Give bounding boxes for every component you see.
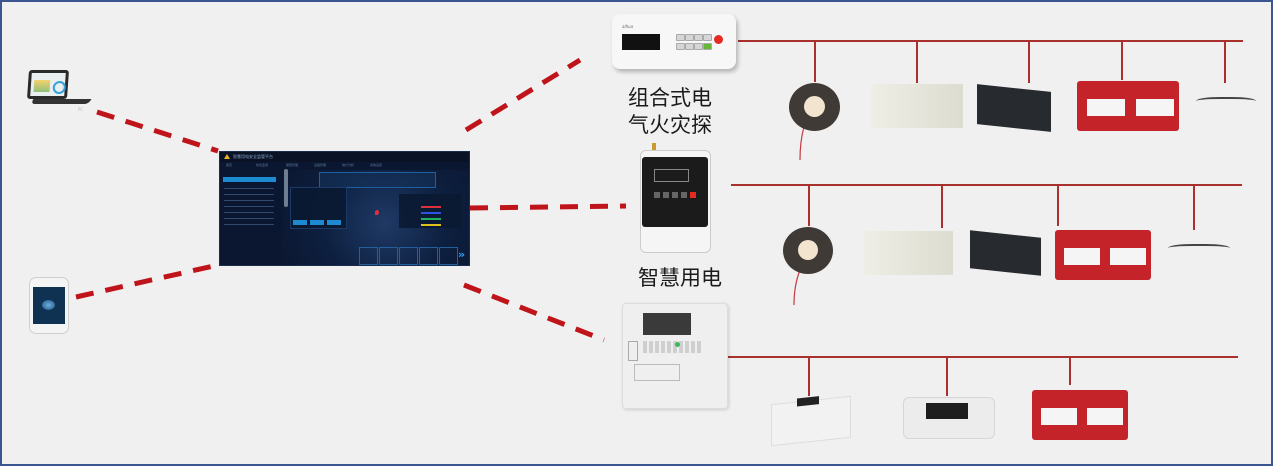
- status-led-icon: [675, 342, 680, 347]
- antenna-icon: [652, 143, 656, 151]
- display-detector: [903, 397, 995, 439]
- platform-action-button[interactable]: [399, 247, 418, 265]
- combined-detector-label: 组合式电 气火灾探: [620, 85, 720, 139]
- platform-tree: [224, 185, 274, 225]
- device-display: [622, 34, 660, 50]
- laptop-icon[interactable]: PC: [26, 70, 96, 115]
- link-laptop-platform: [96, 109, 219, 154]
- smart-power-device[interactable]: [640, 143, 711, 253]
- platform-nav: 首页 综合监测 报警管理 设备管理 统计分析 系统设置: [226, 163, 406, 168]
- platform-header: 智慧用电安全监管平台: [220, 152, 469, 162]
- platform-title: 智慧用电安全监管平台: [233, 154, 273, 159]
- platform-tab[interactable]: 综合监测: [256, 163, 269, 167]
- combined-detector-device[interactable]: alhua: [612, 14, 736, 69]
- device-keypad: [676, 34, 712, 50]
- platform-map-marker-icon: [375, 210, 379, 215]
- link-platform-fire-host: [463, 282, 605, 343]
- surge-protector: [1055, 230, 1151, 280]
- platform-slider[interactable]: [284, 169, 288, 207]
- link-platform-combined-detector: [464, 57, 582, 133]
- device-display: [643, 313, 691, 335]
- split-core-transformer: [977, 84, 1051, 132]
- platform-tab[interactable]: 系统设置: [370, 163, 383, 167]
- platform-logo-icon: [224, 154, 230, 159]
- label-line: 气火灾探: [628, 113, 712, 137]
- platform-next-icon[interactable]: »: [458, 248, 466, 261]
- current-transformer-set: [871, 84, 963, 128]
- platform-status-bar: [319, 172, 436, 188]
- platform-tab[interactable]: 首页: [226, 163, 233, 167]
- lead-wire: [793, 269, 801, 306]
- residual-current-transformer: [783, 227, 833, 274]
- platform-stats-panel: [399, 194, 461, 228]
- platform-action-buttons: »: [359, 247, 469, 265]
- temperature-sensor: [1196, 97, 1256, 107]
- link-phone-platform: [75, 262, 219, 300]
- fire-monitor-host-device[interactable]: [622, 303, 728, 409]
- surge-protector: [1032, 390, 1128, 440]
- mobile-phone-icon[interactable]: [29, 277, 69, 334]
- device-brand: alhua: [622, 24, 634, 29]
- platform-tab[interactable]: 报警管理: [286, 163, 299, 167]
- detector-module: [771, 395, 851, 447]
- smart-power-label: 智慧用电: [638, 266, 722, 290]
- platform-search-bar[interactable]: [223, 177, 276, 182]
- current-transformer-set: [864, 231, 953, 275]
- key-lock-icon: [628, 341, 638, 361]
- label-line: 组合式电: [628, 86, 712, 110]
- printer-slot: [634, 364, 680, 381]
- platform-action-button[interactable]: [439, 247, 458, 265]
- split-core-transformer: [970, 230, 1041, 276]
- laptop-caption: PC: [78, 107, 84, 112]
- link-platform-smart-power: [469, 203, 627, 211]
- residual-current-transformer: [789, 83, 840, 131]
- platform-action-button[interactable]: [359, 247, 378, 265]
- surge-protector: [1077, 81, 1179, 131]
- platform-action-button[interactable]: [419, 247, 438, 265]
- device-display: [654, 169, 689, 182]
- platform-info-panel: [290, 187, 347, 229]
- platform-action-button[interactable]: [379, 247, 398, 265]
- temperature-sensor: [1168, 244, 1230, 254]
- alarm-button-icon[interactable]: [714, 35, 723, 44]
- platform-tab[interactable]: 设备管理: [314, 163, 327, 167]
- monitoring-platform-screenshot[interactable]: 智慧用电安全监管平台 首页 综合监测 报警管理 设备管理 统计分析 系统设置 »: [219, 151, 470, 266]
- platform-tab[interactable]: 统计分析: [342, 163, 355, 167]
- device-buttons: [654, 192, 698, 198]
- device-keypad: [643, 341, 701, 353]
